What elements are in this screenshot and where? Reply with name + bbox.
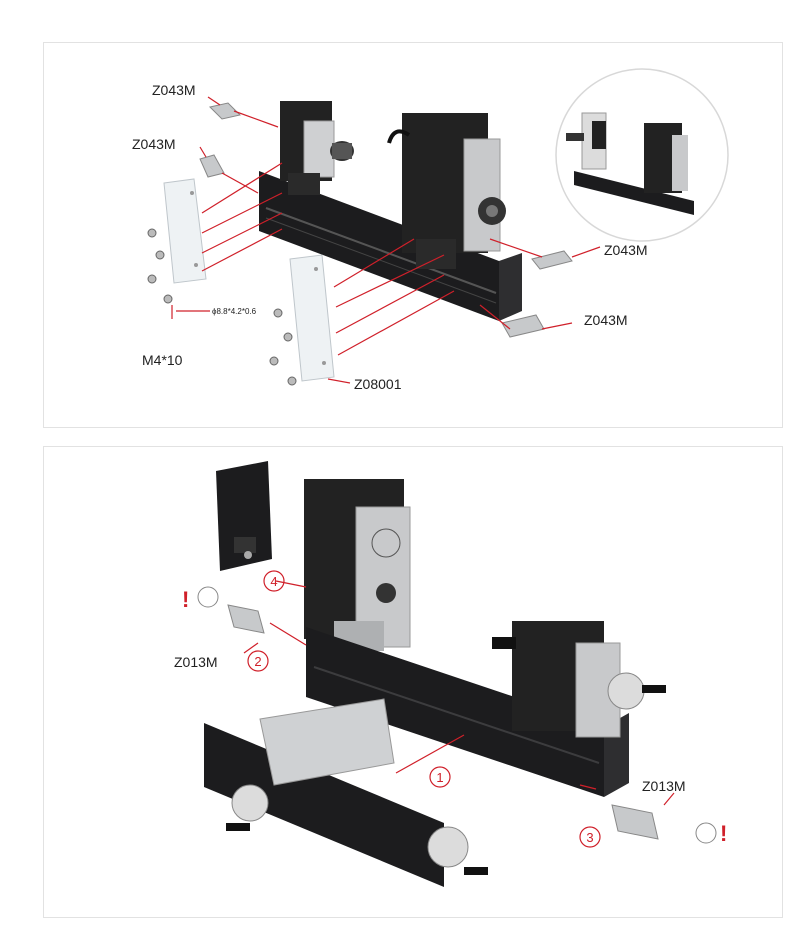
acrylic-plate-left xyxy=(163,178,207,284)
label-z013m-right: Z013M xyxy=(642,778,686,794)
cross-slide-table xyxy=(204,698,488,887)
headstock xyxy=(280,101,354,195)
acrylic-plate-right xyxy=(289,254,335,382)
exploded-assembly-panel: Z043M Z043M Z043M Z043M Z08001 M4*10 ϕ8.… xyxy=(43,42,783,428)
motor-cover xyxy=(216,461,272,571)
step-1-number: 1 xyxy=(436,770,443,785)
lathe-bed xyxy=(259,171,522,321)
label-z043m-mid: Z043M xyxy=(132,136,176,152)
step-2-marker: 2 xyxy=(247,650,269,672)
assembly-steps-panel: 4 2 1 3 Z013M Z013M ! ! xyxy=(43,446,783,918)
motor-block xyxy=(387,113,506,269)
screws xyxy=(147,228,297,386)
exploded-assembly-diagram: Z043M Z043M Z043M Z043M Z08001 M4*10 ϕ8.… xyxy=(132,68,729,392)
label-screw-m4x10: M4*10 xyxy=(142,352,183,368)
step-1-marker: 1 xyxy=(429,766,451,788)
assembled-inset-circle xyxy=(555,68,729,242)
leader-lines xyxy=(171,96,601,384)
step-4-number: 4 xyxy=(270,574,277,589)
warning-mark-right: ! xyxy=(720,821,727,846)
t-nut-blocks xyxy=(197,586,717,844)
label-z013m-left: Z013M xyxy=(174,654,218,670)
t-nut-blocks xyxy=(199,102,573,338)
label-z08001: Z08001 xyxy=(354,376,402,392)
step-3-number: 3 xyxy=(586,830,593,845)
label-z043m-right-b: Z043M xyxy=(584,312,628,328)
leader-lines xyxy=(243,580,675,806)
step-2-number: 2 xyxy=(254,654,261,669)
assembly-steps-diagram: 4 2 1 3 Z013M Z013M ! ! xyxy=(174,461,727,887)
warning-mark-left: ! xyxy=(182,587,189,612)
label-z043m-right-a: Z043M xyxy=(604,242,648,258)
headstock-unit xyxy=(304,479,411,651)
step-4-marker: 4 xyxy=(263,570,285,592)
label-washer-spec: ϕ8.8*4.2*0.6 xyxy=(212,307,257,316)
tailstock xyxy=(492,621,666,738)
label-z043m-top: Z043M xyxy=(152,82,196,98)
step-3-marker: 3 xyxy=(579,826,601,848)
